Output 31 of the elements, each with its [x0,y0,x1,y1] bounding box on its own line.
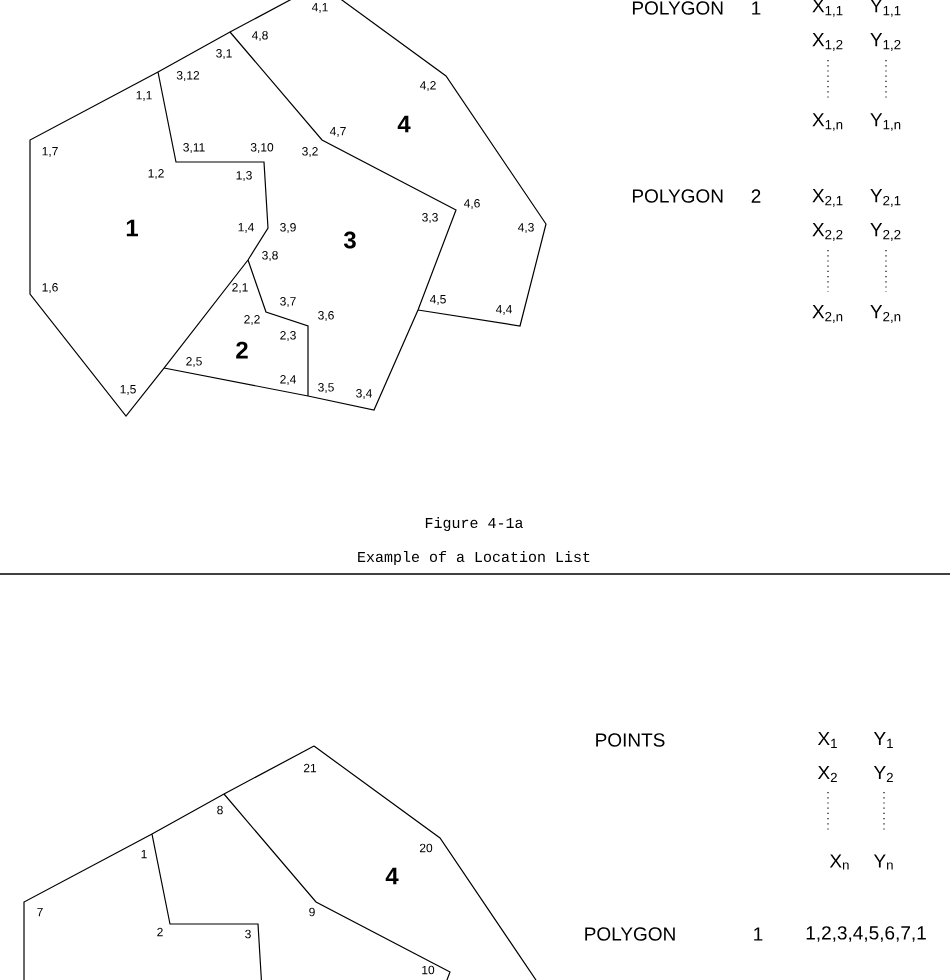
list-entry: POLYGON [632,1,723,15]
list-entry: X$_{1}$ [817,732,837,748]
polygon-number: 4 [397,115,411,133]
list-entry: Y$_{2}$ [873,765,893,783]
list-entry: X$_{2}$ [817,765,837,783]
polygon-number: 1 [126,219,138,237]
list-entry: Y$_{1,2}$ [870,33,901,51]
list-entry: X$_{1,n}$ [812,113,843,131]
list-entry: X$_{2,n}$ [812,305,843,323]
list-entry: Y$_{1,n}$ [870,113,901,131]
list-entry: Y$_{1,1}$ [870,0,901,17]
list-entry: Y$_{1}$ [873,732,893,748]
list-entry: POLYGON [632,189,723,203]
polygon-number: 3 [343,231,356,249]
list-entry: 2 [751,189,761,203]
list-entry: X$_{1,2}$ [812,33,843,51]
list-entry: X$_{2,1}$ [812,189,843,207]
list-entry: Y$_{2,n}$ [870,305,901,323]
polygon-number: 4 [385,867,399,885]
list-entry: 1,2,3,4,5,6,7,1 [806,926,926,942]
list-entry: X$_{n}$ [829,854,849,870]
list-entry: POINTS [596,733,665,747]
list-entry: Y$_{2,1}$ [870,189,901,207]
list-entry: X$_{1,1}$ [812,0,843,17]
list-entry: 1 [752,1,761,15]
polygon-number: 2 [236,341,248,359]
list-entry: Y$_{n}$ [873,854,893,870]
list-entry: Y$_{2,2}$ [870,223,901,241]
list-entry: POLYGON [585,927,675,941]
list-entry: 1 [754,927,763,941]
list-entry: X$_{2,2}$ [812,223,843,241]
